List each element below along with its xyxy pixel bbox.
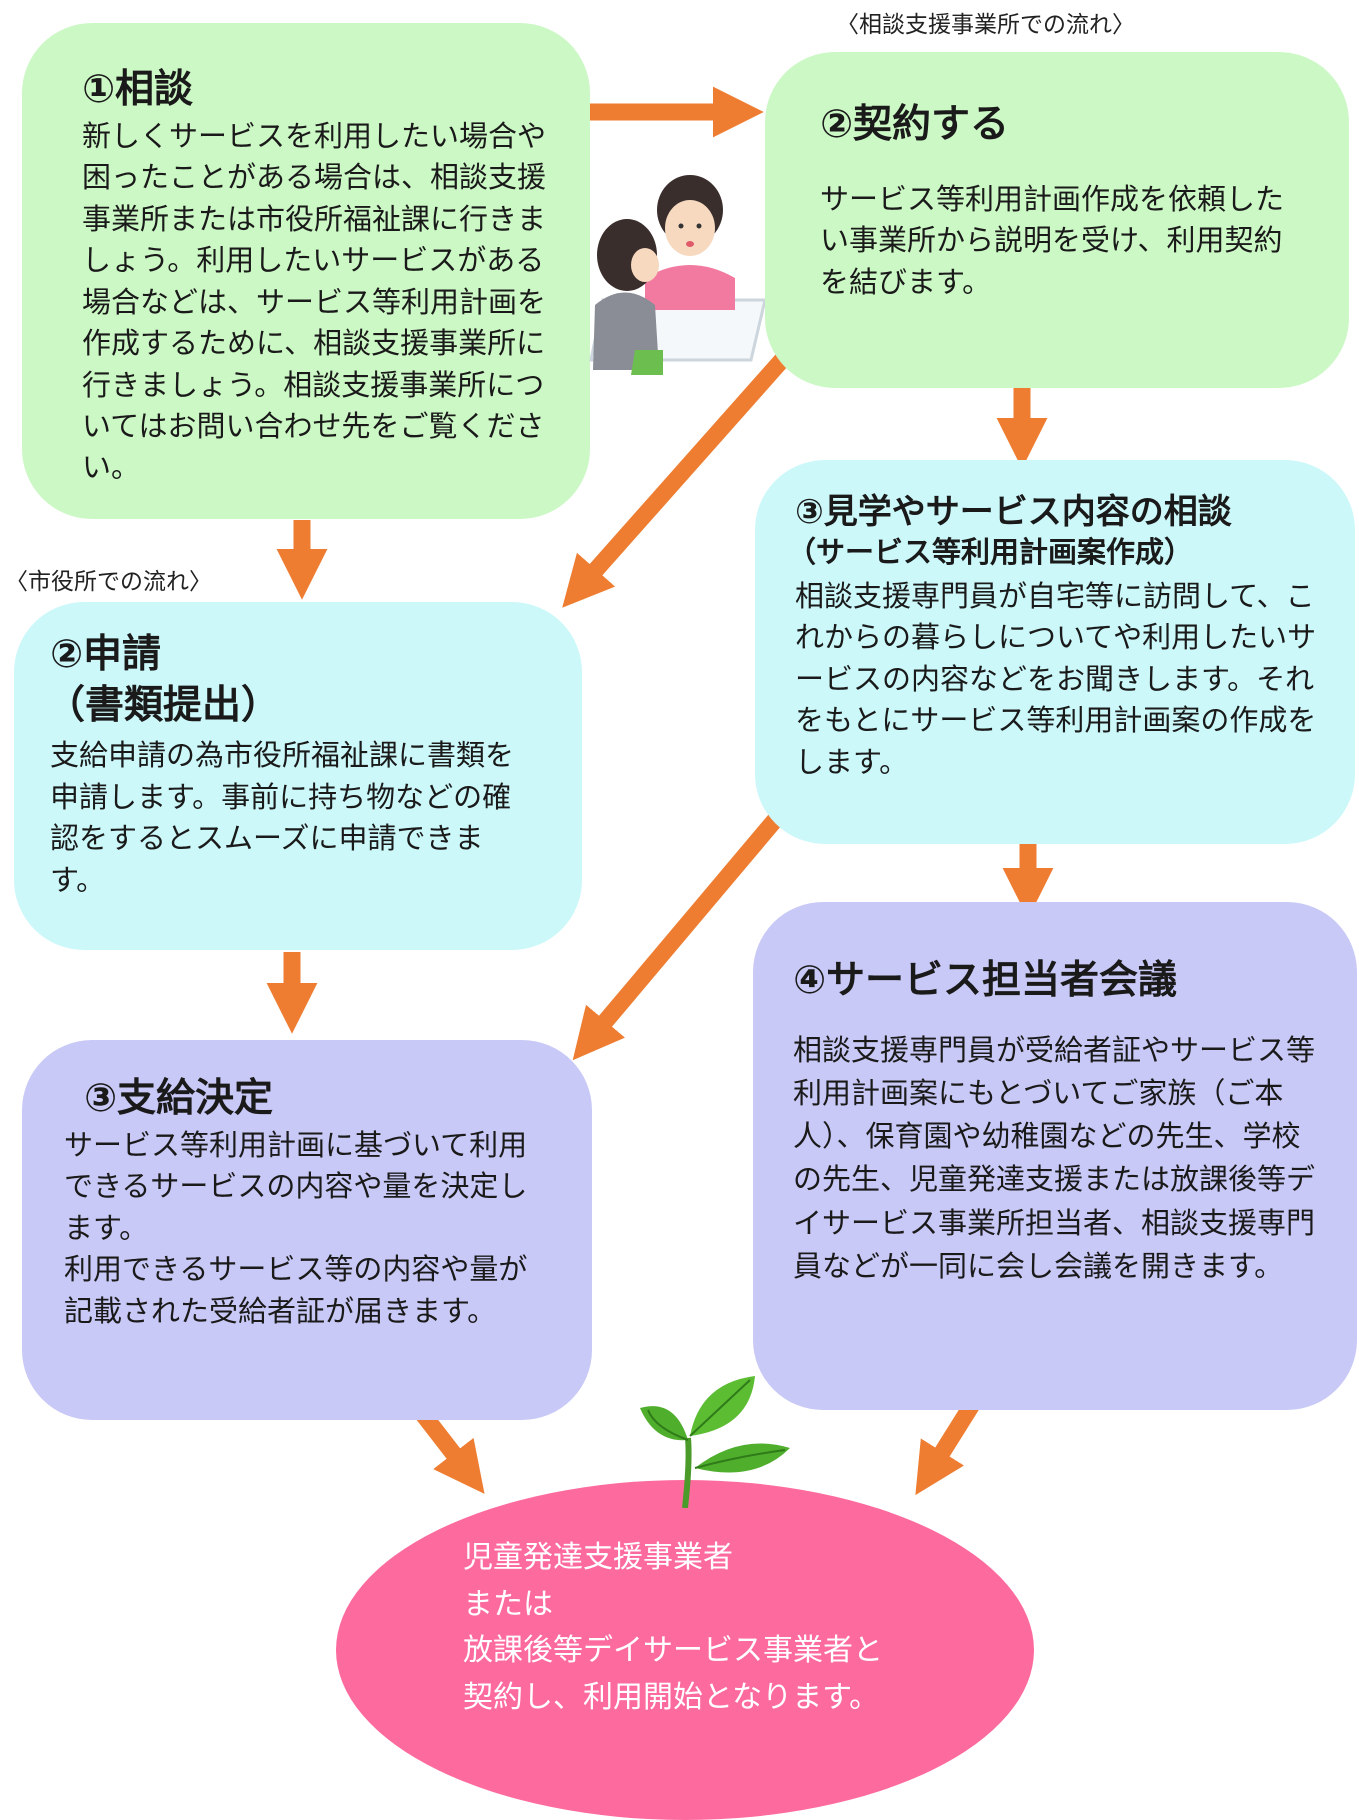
- arrow-tour-to-decision: [572, 814, 782, 1061]
- step3-decision-box: ③支給決定 サービス等利用計画に基づいて利用できるサービスの内容や量を決定します…: [22, 1040, 592, 1420]
- step1-consult-title: ①相談: [82, 67, 194, 112]
- step2-apply-body: 支給申請の為市役所福祉課に書類を申請します。事前に持ち物などの確認をするとスムー…: [50, 738, 515, 897]
- office-flow-caption: 〈相談支援事業所での流れ〉: [836, 12, 1135, 38]
- step4-meeting-title: ④サービス担当者会議: [793, 958, 1178, 1003]
- final-line-4: 契約し、利用開始となります。: [463, 1679, 880, 1715]
- step2-apply-title: ②申請: [50, 632, 162, 677]
- final-line-3: 放課後等デイサービス事業者と: [463, 1633, 883, 1668]
- sprout-icon: [640, 1376, 790, 1508]
- step2-contract-box: ②契約する サービス等利用計画作成を依頼したい事業所から説明を受け、利用契約を結…: [765, 52, 1349, 388]
- step3-decision-body-2: 利用できるサービス等の内容や量が記載された受給者証が届きます。: [64, 1252, 528, 1328]
- final-line-1: 児童発達支援事業者: [463, 1540, 733, 1575]
- arrow-meeting-to-final: [915, 1395, 983, 1496]
- step2-contract-title: ②契約する: [820, 102, 1010, 147]
- step4-meeting-body: 相談支援専門員が受給者証やサービス等利用計画案にもとづいてご家族（ご本人）、保育…: [793, 1032, 1316, 1283]
- step3-decision-body-1: サービス等利用計画に基づいて利用できるサービスの内容や量を決定します。: [64, 1127, 528, 1245]
- cityhall-flow-caption: 〈市役所での流れ〉: [5, 569, 212, 595]
- final-step-text: 児童発達支援事業者 または 放課後等デイサービス事業者と 契約し、利用開始となり…: [463, 1535, 883, 1721]
- arrow-contract-to-apply: [562, 354, 789, 608]
- step2-contract-body: サービス等利用計画作成を依頼したい事業所から説明を受け、利用契約を結びます。: [820, 181, 1285, 299]
- step3-tour-title: ③見学やサービス内容の相談: [795, 492, 1232, 532]
- step3-tour-subtitle: （サービス等利用計画案作成）: [787, 535, 1194, 570]
- step4-meeting-box: ④サービス担当者会議 相談支援専門員が受給者証やサービス等利用計画案にもとづいて…: [753, 902, 1357, 1410]
- step3-decision-title: ③支給決定: [84, 1076, 274, 1121]
- step2-apply-box: ②申請 （書類提出） 支給申請の為市役所福祉課に書類を申請します。事前に持ち物な…: [14, 602, 582, 950]
- step1-consult-body: 新しくサービスを利用したい場合や困ったことがある場合は、相談支援事業所または市役…: [82, 118, 547, 485]
- step3-tour-body: 相談支援専門員が自宅等に訪問して、これからの暮らしについてや利用したいサービスの…: [795, 578, 1317, 779]
- consultation-illustration: [589, 175, 767, 375]
- step3-tour-box: ③見学やサービス内容の相談 （サービス等利用計画案作成） 相談支援専門員が自宅等…: [755, 460, 1355, 844]
- step2-apply-subtitle: （書類提出）: [46, 682, 281, 728]
- final-step-ellipse: [336, 1480, 1034, 1820]
- final-line-2: または: [463, 1586, 553, 1622]
- step1-consult-box: ①相談 新しくサービスを利用したい場合や困ったことがある場合は、相談支援事業所ま…: [22, 23, 590, 519]
